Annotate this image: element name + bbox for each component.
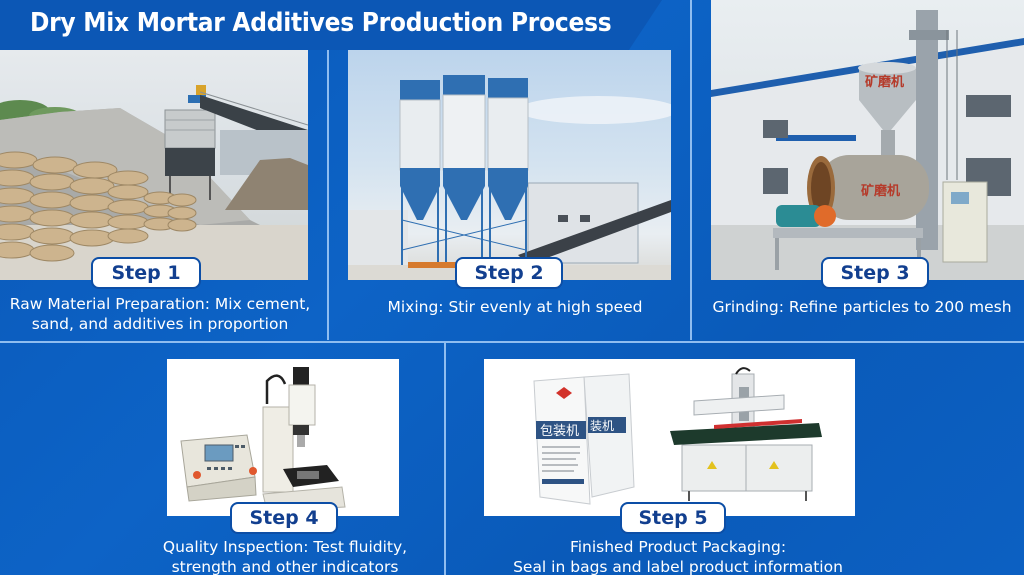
divider: [690, 0, 692, 340]
page-title: Dry Mix Mortar Additives Production Proc…: [30, 8, 612, 38]
step-1-badge: Step 1: [91, 257, 201, 289]
step-3-caption-line-1: Grinding: Refine particles to 200 mesh: [712, 298, 1012, 316]
testing-instrument-illustration: [180, 367, 346, 512]
step-1-caption-line-1: Raw Material Preparation: Mix cement,: [9, 295, 311, 313]
step-2-image: [348, 50, 671, 280]
drum-label: 矿磨机: [861, 183, 900, 199]
step-1-caption: Raw Material Preparation: Mix cement, sa…: [0, 294, 320, 334]
step-3-image: 矿磨机 矿磨机: [711, 0, 1024, 280]
step-4-caption: Quality Inspection: Test fluidity, stren…: [120, 537, 450, 575]
cement-stockpile-illustration: [0, 85, 308, 280]
mixing-silos-illustration: [348, 75, 671, 280]
step-4-badge: Step 4: [230, 502, 338, 534]
step-2-caption: Mixing: Stir evenly at high speed: [340, 297, 690, 317]
divider: [444, 343, 446, 575]
step-3-caption: Grinding: Refine particles to 200 mesh: [700, 297, 1024, 317]
step-5-image: 装机 包装机: [484, 359, 855, 516]
step-1-image: [0, 50, 308, 280]
step-4-caption-line-2: strength and other indicators: [171, 558, 399, 575]
bag-front-label: 包装机: [540, 424, 579, 439]
step-2-badge: Step 2: [455, 257, 563, 289]
packaging-illustration: 装机 包装机: [533, 367, 822, 505]
step-5-caption: Finished Product Packaging: Seal in bags…: [448, 537, 908, 575]
step-4-caption-line-1: Quality Inspection: Test fluidity,: [162, 538, 408, 556]
step-3-badge: Step 3: [821, 257, 929, 289]
step-5-badge: Step 5: [620, 502, 726, 534]
divider: [327, 40, 329, 340]
grinding-mill-illustration: 矿磨机 矿磨机: [711, 10, 1024, 280]
step-1-caption-line-2: sand, and additives in proportion: [31, 315, 289, 333]
step-4-image: [167, 359, 399, 516]
title-banner: [0, 0, 662, 50]
hopper-label: 矿磨机: [865, 74, 904, 90]
step-2-caption-line-1: Mixing: Stir evenly at high speed: [387, 298, 643, 316]
step-5-caption-line-1: Finished Product Packaging:: [569, 538, 787, 556]
bag-back-label: 装机: [590, 419, 614, 433]
step-5-caption-line-2: Seal in bags and label product informati…: [513, 558, 843, 575]
divider: [0, 341, 1024, 343]
